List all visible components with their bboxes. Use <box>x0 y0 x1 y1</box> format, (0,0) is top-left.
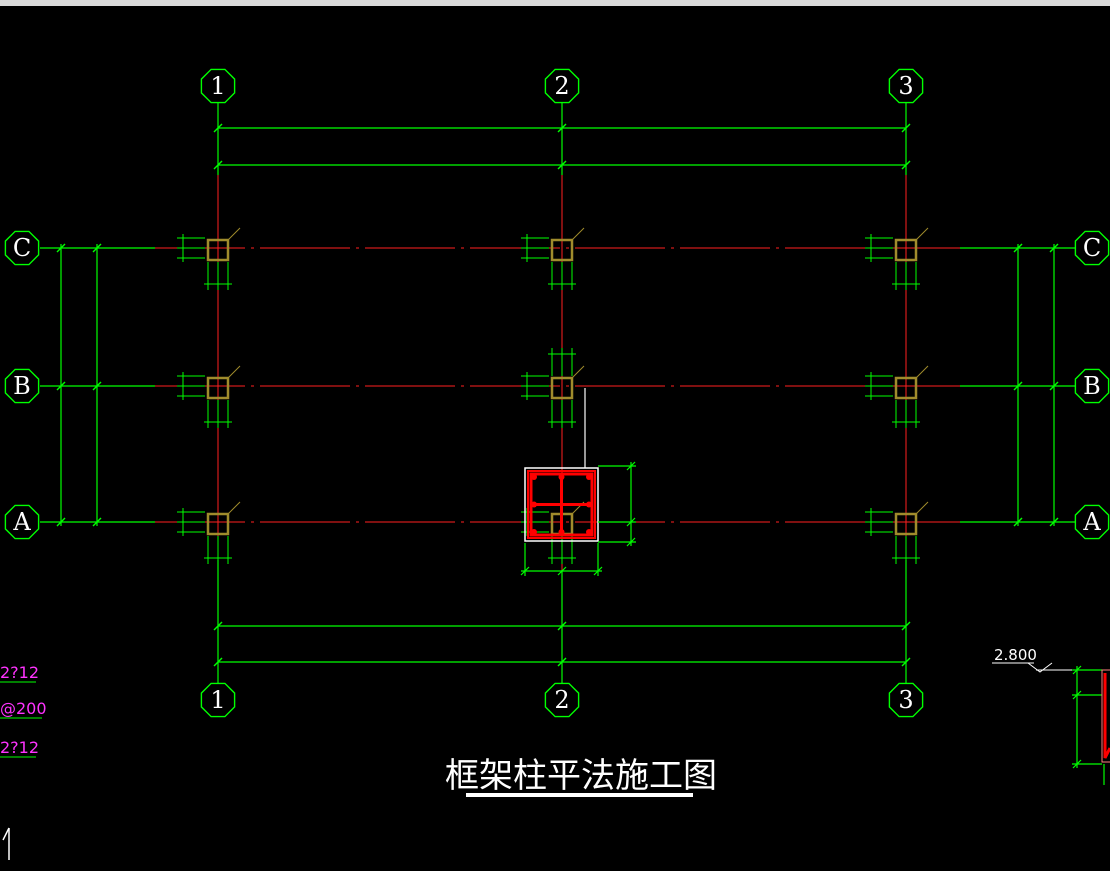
column-C3[interactable] <box>865 227 929 290</box>
rebar-bars <box>531 474 592 535</box>
column-C1[interactable] <box>177 227 241 290</box>
column-B2-top-dimension <box>548 348 576 376</box>
axis-bubble-left-C: C <box>4 230 40 266</box>
axis-bubble-bottom-1: 1 <box>200 682 236 718</box>
dimension-ticks <box>56 123 1059 667</box>
rebar-notes: 2?12 @200 2?12 <box>0 663 47 860</box>
axis-bubble-bottom-2-label: 2 <box>554 686 569 714</box>
column-B3[interactable] <box>865 365 929 428</box>
axis-bubble-right-B-label: B <box>1083 372 1101 400</box>
axis-bubble-top-2: 2 <box>544 68 580 104</box>
section-dimensions <box>520 461 636 576</box>
column-B1[interactable] <box>177 365 241 428</box>
axis-bubble-left-C-label: C <box>13 234 31 262</box>
drawing-title: 框架柱平法施工图 <box>445 756 717 796</box>
axis-bubble-left-B: B <box>4 368 40 404</box>
note-1: 2?12 <box>0 663 39 682</box>
axis-bubble-top-3-label: 3 <box>898 72 913 100</box>
axis-bubble-left-B-label: B <box>13 372 31 400</box>
section-outline <box>524 467 599 542</box>
column-B2[interactable] <box>521 365 585 428</box>
axis-bubble-top-1-label: 1 <box>210 72 225 100</box>
axis-bubble-bottom-2: 2 <box>544 682 580 718</box>
axis-bubble-left-A: A <box>4 504 40 540</box>
dimension-lines <box>40 103 1075 683</box>
note-2: @200 <box>0 699 47 718</box>
axis-bubble-right-B: B <box>1074 368 1110 404</box>
window-top-bar <box>0 0 1110 6</box>
axis-centerlines <box>155 170 960 620</box>
frame-columns <box>177 227 929 564</box>
axis-bubble-left-A-label: A <box>12 508 31 536</box>
column-section-detail[interactable] <box>520 388 636 576</box>
axis-bubble-bottom-1-label: 1 <box>210 686 225 714</box>
column-A1[interactable] <box>177 501 241 564</box>
axis-bubble-right-A-label: A <box>1082 508 1101 536</box>
axis-bubble-top-1: 1 <box>200 68 236 104</box>
note-3: 2?12 <box>0 738 39 757</box>
elevation-value: 2.800 <box>994 646 1037 664</box>
axis-bubble-top-3: 3 <box>888 68 924 104</box>
axis-bubble-bottom-3: 3 <box>888 682 924 718</box>
section-concrete <box>527 470 596 539</box>
axis-bubble-right-C-label: C <box>1083 234 1101 262</box>
column-A3[interactable] <box>865 501 929 564</box>
axis-bubble-bottom-3-label: 3 <box>898 686 913 714</box>
axis-bubble-top-2-label: 2 <box>554 72 569 100</box>
elevation-detail: 2.800 <box>992 646 1110 785</box>
column-C2[interactable] <box>521 227 585 290</box>
rebar-stirrups <box>529 472 594 537</box>
axis-bubble-right-A: A <box>1074 504 1110 540</box>
axis-bubble-right-C: C <box>1074 230 1110 266</box>
